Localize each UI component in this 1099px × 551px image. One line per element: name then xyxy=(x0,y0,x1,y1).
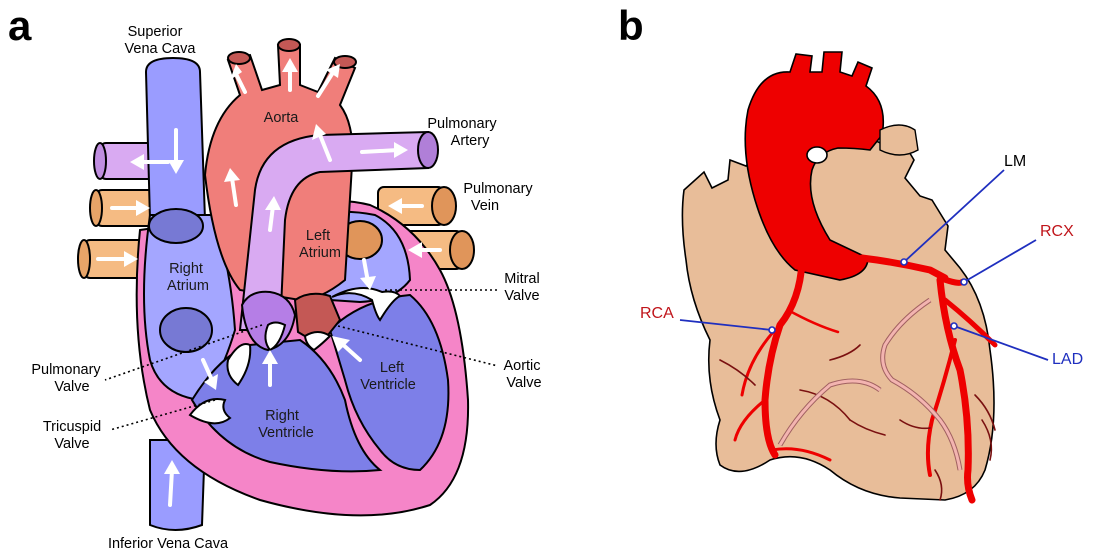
label-right-ventricle-line1: Right xyxy=(265,408,299,424)
label-mitral-valve-line2: Valve xyxy=(504,288,539,304)
label-left-ventricle-line1: Left xyxy=(380,360,404,376)
label-pulmonary-valve-line2: Valve xyxy=(54,379,89,395)
label-lad: LAD xyxy=(1052,351,1083,368)
label-mitral-valve-line1: Mitral xyxy=(504,271,539,287)
label-superior-vena-cava-line2: Vena Cava xyxy=(125,41,197,57)
label-right-ventricle-line2: Ventricle xyxy=(258,425,314,441)
panel-a: a xyxy=(8,2,542,551)
pulmonary-branch xyxy=(880,125,918,155)
panel-b-letter: b xyxy=(618,2,644,49)
label-superior-vena-cava-line1: Superior xyxy=(128,24,183,40)
panel-a-letter: a xyxy=(8,2,32,49)
label-left-atrium-line2: Atrium xyxy=(299,245,341,261)
label-aortic-valve-line1: Aortic xyxy=(503,358,540,374)
label-pulmonary-valve-line1: Pulmonary xyxy=(31,362,101,378)
label-pulmonary-artery-line1: Pulmonary xyxy=(427,116,497,132)
label-aortic-valve-line2: Valve xyxy=(506,375,541,391)
label-inferior-vena-cava: Inferior Vena Cava xyxy=(108,536,229,551)
label-lm: LM xyxy=(1004,153,1026,170)
panel-b: b xyxy=(618,2,1083,500)
aorta-branch-2-opening xyxy=(278,39,300,51)
label-rca: RCA xyxy=(640,305,674,322)
label-pulmonary-artery-line2: Artery xyxy=(451,133,490,149)
aortic-arch-gap xyxy=(807,147,827,163)
label-tricuspid-valve-line2: Valve xyxy=(54,436,89,452)
label-right-atrium-line2: Atrium xyxy=(167,278,209,294)
label-pulmonary-vein-line2: Vein xyxy=(471,198,499,214)
label-rcx: RCX xyxy=(1040,223,1074,240)
label-right-atrium-line1: Right xyxy=(169,261,203,277)
label-aorta: Aorta xyxy=(264,110,300,126)
pulmonary-artery-opening xyxy=(418,132,438,168)
aorta-branch-1-opening xyxy=(228,52,250,64)
svc-opening xyxy=(149,209,203,243)
label-left-ventricle-line2: Ventricle xyxy=(360,377,416,393)
label-pulmonary-vein-line1: Pulmonary xyxy=(463,181,533,197)
label-left-atrium-line1: Left xyxy=(306,228,330,244)
label-tricuspid-valve-line1: Tricuspid xyxy=(43,419,101,435)
